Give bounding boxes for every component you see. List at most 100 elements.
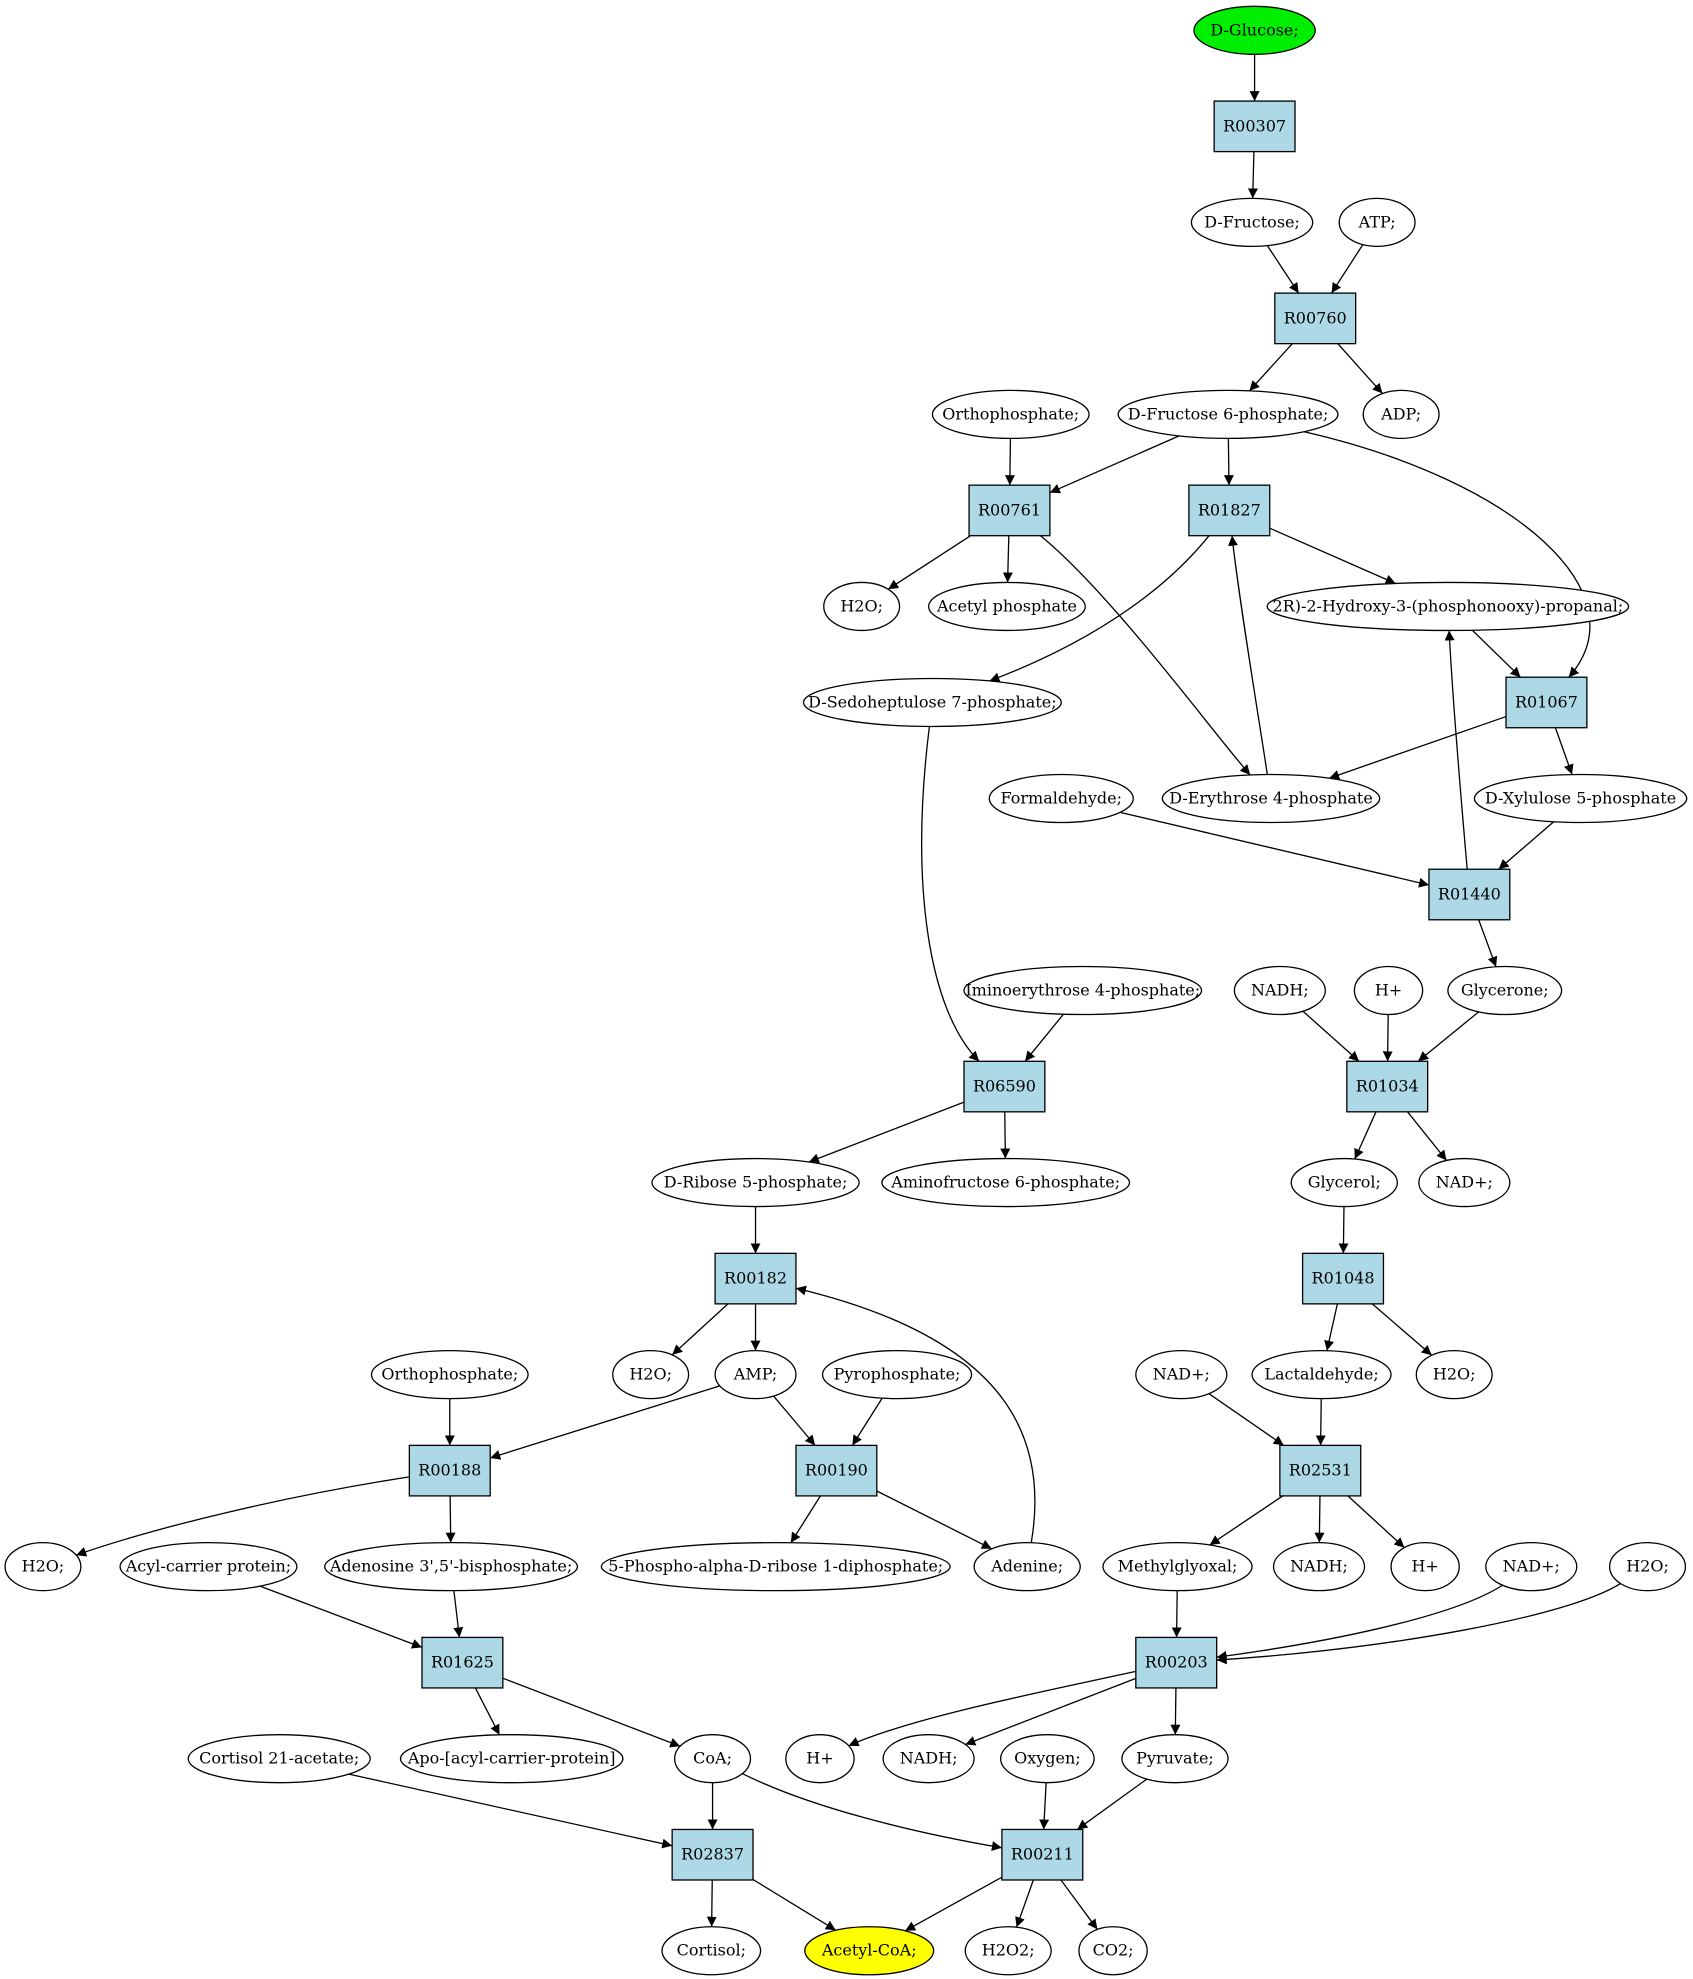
metabolite-node-acetylcoa[interactable]: Acetyl-CoA;	[804, 1926, 935, 1976]
reaction-node-r00188[interactable]: R00188	[408, 1444, 491, 1497]
reaction-label: R01440	[1438, 885, 1501, 904]
metabolite-ellipse	[1161, 773, 1381, 824]
edge-r01440-to-hydroxypropanal	[1444, 630, 1468, 870]
metabolite-label: NAD+;	[1153, 1365, 1210, 1384]
metabolite-node-e4p[interactable]: D-Erythrose 4-phosphate	[1161, 773, 1381, 824]
metabolite-node-pyruvate[interactable]: Pyruvate;	[1121, 1734, 1229, 1784]
metabolite-node-x5p[interactable]: D-Xylulose 5-phosphate	[1473, 773, 1688, 824]
metabolite-node-h2o_4[interactable]: H2O;	[4, 1542, 82, 1592]
metabolite-node-adenine[interactable]: Adenine;	[973, 1542, 1081, 1592]
metabolite-node-fructose[interactable]: D-Fructose;	[1190, 197, 1314, 248]
metabolite-node-formaldehyde[interactable]: Formaldehyde;	[988, 773, 1134, 824]
metabolite-node-glucose[interactable]: D-Glucose;	[1193, 5, 1316, 55]
metabolite-node-oxygen[interactable]: Oxygen;	[999, 1734, 1095, 1784]
edge-hydroxypropanal-to-r01067	[1471, 629, 1521, 678]
metabolite-node-atp[interactable]: ATP;	[1338, 197, 1416, 248]
metabolite-node-orthophosphate1[interactable]: Orthophosphate;	[931, 389, 1090, 440]
reaction-node-r00211[interactable]: R00211	[1001, 1828, 1084, 1881]
reaction-node-r01625[interactable]: R01625	[421, 1636, 504, 1689]
metabolite-label: Adenine;	[990, 1557, 1063, 1576]
metabolite-node-nadh_2[interactable]: NADH;	[1272, 1542, 1366, 1592]
metabolite-node-glycerol[interactable]: Glycerol;	[1290, 1157, 1399, 1208]
metabolite-ellipse	[785, 1734, 855, 1784]
reaction-node-r06590[interactable]: R06590	[963, 1060, 1046, 1113]
metabolite-node-hplus_1[interactable]: H+	[1353, 965, 1424, 1016]
edge-r00211-to-h2o2	[1015, 1879, 1034, 1928]
metabolite-ellipse	[927, 581, 1086, 632]
metabolite-node-h2o2[interactable]: H2O2;	[964, 1926, 1052, 1976]
metabolite-ellipse	[1233, 965, 1326, 1016]
metabolite-node-apoacp[interactable]: Apo-[acyl-carrier-protein]	[399, 1734, 624, 1784]
reaction-node-r01048[interactable]: R01048	[1301, 1252, 1385, 1305]
metabolite-ellipse	[1390, 1542, 1460, 1592]
reaction-node-r00190[interactable]: R00190	[795, 1444, 878, 1497]
metabolite-node-adenosinebp[interactable]: Adenosine 3',5'-bisphosphate;	[324, 1542, 579, 1592]
reaction-node-r00307[interactable]: R00307	[1213, 100, 1296, 153]
metabolite-node-r5p[interactable]: D-Ribose 5-phosphate;	[651, 1157, 860, 1208]
metabolite-node-nadh_1[interactable]: NADH;	[1233, 965, 1326, 1016]
metabolite-node-glycerone[interactable]: Glycerone;	[1447, 965, 1563, 1016]
metabolite-node-acetylp[interactable]: Acetyl phosphate	[927, 581, 1086, 632]
metabolite-node-hplus_2[interactable]: H+	[1390, 1542, 1460, 1592]
metabolite-node-nadplus_2[interactable]: NAD+;	[1135, 1349, 1228, 1400]
metabolite-node-coa[interactable]: CoA;	[674, 1734, 752, 1784]
reaction-box	[1274, 292, 1357, 345]
reaction-label: R00182	[724, 1269, 787, 1288]
metabolite-node-prpp[interactable]: 5-Phospho-alpha-D-ribose 1-diphosphate;	[600, 1542, 951, 1592]
metabolite-node-methylglyoxal[interactable]: Methylglyoxal;	[1102, 1542, 1253, 1592]
metabolite-label: H2O;	[1626, 1557, 1669, 1576]
metabolite-label: H2O;	[840, 596, 883, 615]
edge-s7p-to-r06590	[921, 726, 980, 1062]
metabolite-node-h2o_2[interactable]: H2O;	[612, 1349, 690, 1400]
metabolite-node-cortisol[interactable]: Cortisol;	[661, 1926, 762, 1976]
reaction-node-r02531[interactable]: R02531	[1279, 1444, 1362, 1497]
metabolite-ellipse	[674, 1734, 752, 1784]
reaction-node-r00761[interactable]: R00761	[968, 484, 1051, 537]
metabolite-node-nadplus_1[interactable]: NAD+;	[1418, 1157, 1511, 1208]
metabolite-node-adp[interactable]: ADP;	[1362, 389, 1440, 440]
metabolite-label: NAD+;	[1503, 1557, 1560, 1576]
metabolite-node-h2o_5[interactable]: H2O;	[1608, 1542, 1687, 1592]
metabolite-ellipse	[964, 1926, 1052, 1976]
metabolite-ellipse	[1608, 1542, 1687, 1592]
metabolite-node-h2o_3[interactable]: H2O;	[1415, 1349, 1493, 1400]
edge-r00761-to-h2o_1	[887, 535, 971, 590]
edge-r00190-to-prpp	[790, 1495, 821, 1544]
metabolite-node-aminofructose[interactable]: Aminofructose 6-phosphate;	[881, 1157, 1131, 1208]
edge-atp-to-r00760	[1330, 244, 1364, 294]
metabolite-ellipse	[1418, 1157, 1511, 1208]
reaction-node-r02837[interactable]: R02837	[671, 1828, 754, 1881]
metabolite-ellipse	[1135, 1349, 1228, 1400]
reaction-node-r00203[interactable]: R00203	[1135, 1636, 1218, 1689]
metabolite-node-hplus_3[interactable]: H+	[785, 1734, 855, 1784]
reaction-node-r00760[interactable]: R00760	[1274, 292, 1357, 345]
metabolite-node-co2[interactable]: CO2;	[1078, 1926, 1148, 1976]
metabolite-node-lactaldehyde[interactable]: Lactaldehyde;	[1251, 1349, 1392, 1400]
metabolite-node-h2o_1[interactable]: H2O;	[823, 581, 901, 632]
reaction-box	[963, 1060, 1046, 1113]
metabolite-node-nadplus_3[interactable]: NAD+;	[1485, 1542, 1578, 1592]
metabolite-node-cortisolacetate[interactable]: Cortisol 21-acetate;	[187, 1734, 371, 1784]
reaction-node-r01034[interactable]: R01034	[1346, 1060, 1429, 1113]
metabolite-node-nadh_3[interactable]: NADH;	[882, 1734, 975, 1784]
metabolite-node-f6p[interactable]: D-Fructose 6-phosphate;	[1117, 389, 1339, 440]
reaction-node-r01440[interactable]: R01440	[1428, 868, 1511, 921]
metabolite-ellipse	[661, 1926, 762, 1976]
metabolite-ellipse	[600, 1542, 951, 1592]
metabolite-node-acp[interactable]: Acyl-carrier protein;	[119, 1542, 298, 1592]
edge-adenine-to-r00182	[795, 1285, 1036, 1543]
metabolite-node-hydroxypropanal[interactable]: 2R)-2-Hydroxy-3-(phosphonooxy)-propanal;	[1266, 581, 1630, 632]
reaction-node-r00182[interactable]: R00182	[714, 1252, 797, 1305]
metabolite-node-pyrophosphate[interactable]: Pyrophosphate;	[821, 1349, 973, 1400]
metabolite-node-orthophosphate2[interactable]: Orthophosphate;	[370, 1349, 529, 1400]
reaction-node-r01827[interactable]: R01827	[1188, 484, 1271, 537]
edge-h2o_5-to-r00203	[1216, 1582, 1621, 1665]
reaction-node-r01067[interactable]: R01067	[1505, 676, 1588, 729]
metabolite-label: H+	[806, 1749, 833, 1768]
edge-r00211-to-acetylcoa	[904, 1876, 1003, 1932]
metabolite-node-amp[interactable]: AMP;	[714, 1349, 797, 1400]
metabolite-node-s7p[interactable]: D-Sedoheptulose 7-phosphate;	[802, 677, 1062, 728]
reaction-label: R00188	[418, 1461, 481, 1480]
metabolite-node-imino[interactable]: Iminoerythrose 4-phosphate;	[963, 965, 1203, 1016]
reaction-box	[1301, 1252, 1385, 1305]
